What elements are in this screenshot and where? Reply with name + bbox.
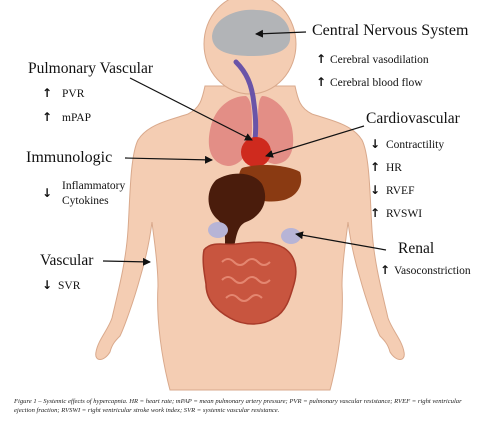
immuno-pointer: [124, 155, 213, 164]
trachea: [233, 59, 259, 143]
pulmonary-item-1: PVR: [62, 88, 85, 100]
cardio-arrow-2-icon: ↑: [370, 160, 381, 174]
brain: [212, 9, 291, 56]
renal-item-1: Vasoconstriction: [394, 265, 471, 277]
renal-title: Renal: [398, 240, 435, 257]
figure-caption: Figure 1 – Systemic effects of hypercapn…: [14, 398, 462, 414]
cns-item-1: Cerebral vasodilation: [330, 54, 429, 66]
immuno-item-1-line1: Inflammatory: [62, 180, 126, 192]
pulmonary-pointer: [129, 77, 253, 141]
cns-pointer: [255, 29, 307, 38]
cns-arrow-2-icon: ↑: [316, 75, 327, 89]
cardio-title: Cardiovascular: [366, 110, 460, 127]
cardio-arrow-1-icon: ↓: [370, 137, 381, 151]
renal-pointer: [295, 231, 387, 251]
pulmonary-arrow-2-icon: ↑: [42, 110, 53, 124]
heart: [241, 137, 271, 167]
cardio-pointer: [265, 125, 365, 158]
cardio-item-1: Contractility: [386, 139, 445, 151]
cardio-item-3: RVEF: [386, 185, 415, 197]
vascular-arrow-1-icon: ↓: [42, 278, 53, 292]
stomach: [208, 173, 266, 274]
intestines: [202, 241, 297, 325]
immuno-title: Immunologic: [26, 149, 113, 166]
cns-title: Central Nervous System: [312, 22, 469, 39]
immuno-item-1-line2: Cytokines: [62, 195, 109, 207]
cns-arrow-1-icon: ↑: [316, 52, 327, 66]
immuno-arrow-1-icon: ↓: [42, 186, 53, 200]
left-kidney: [208, 222, 228, 238]
cardio-arrow-4-icon: ↑: [370, 206, 381, 220]
vascular-title: Vascular: [40, 252, 94, 269]
cardio-item-2: HR: [386, 162, 402, 174]
pulmonary-title: Pulmonary Vascular: [28, 60, 153, 77]
pulmonary-arrow-1-icon: ↑: [42, 86, 53, 100]
right-kidney: [281, 228, 301, 244]
vascular-item-1: SVR: [58, 280, 81, 292]
cns-item-2: Cerebral blood flow: [330, 77, 423, 89]
pulmonary-item-2: mPAP: [62, 112, 91, 124]
left-lung: [208, 96, 252, 166]
renal-arrow-1-icon: ↑: [380, 263, 391, 277]
cardio-item-4: RVSWI: [386, 208, 423, 220]
cardio-arrow-3-icon: ↓: [370, 183, 381, 197]
intestine-coils: [221, 258, 271, 302]
vascular-pointer: [102, 257, 151, 266]
